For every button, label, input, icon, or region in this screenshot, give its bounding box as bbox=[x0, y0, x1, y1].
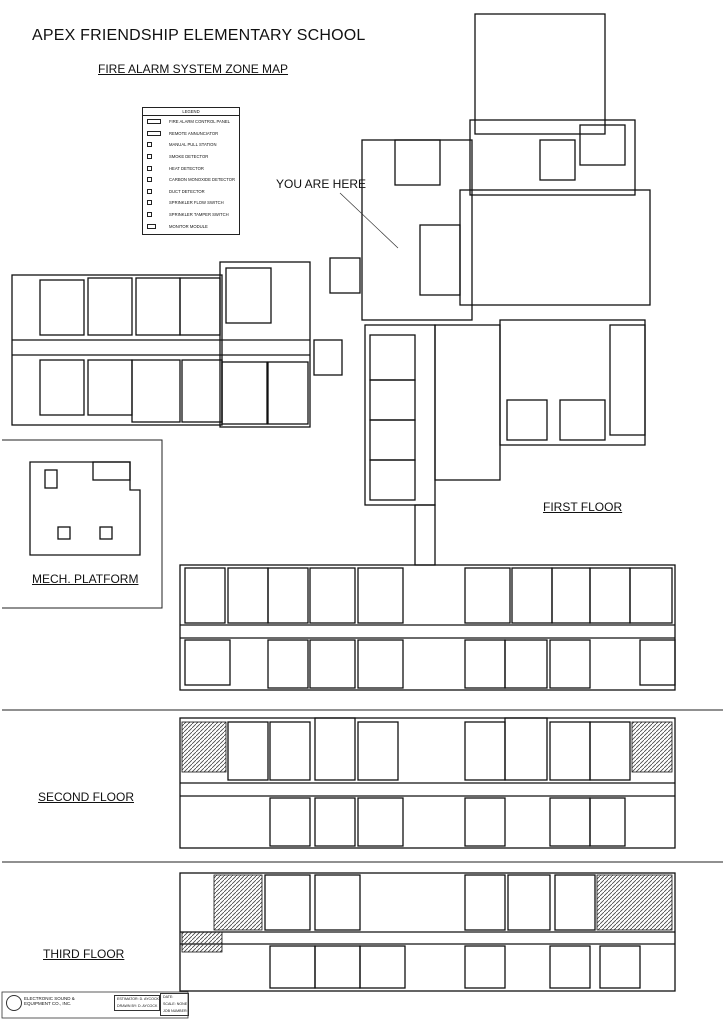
legend-item: CARBON MONOXIDE DETECTOR bbox=[143, 174, 239, 186]
legend-heading: LEGEND bbox=[143, 108, 239, 116]
estimator-field: ESTIMATOR: D. AYCOCK bbox=[117, 997, 159, 1001]
pull-station-icon bbox=[147, 142, 152, 148]
flow-switch-icon bbox=[147, 200, 152, 206]
legend-item: MANUAL PULL STATION bbox=[143, 139, 239, 151]
legend-item: HEAT DETECTOR bbox=[143, 162, 239, 174]
second-floor-label: SECOND FLOOR bbox=[38, 790, 135, 804]
scale-field: SCALE: NONE bbox=[163, 1002, 188, 1006]
legend-item-label: MONITOR MODULE bbox=[169, 223, 208, 229]
legend-item-label: MANUAL PULL STATION bbox=[169, 142, 217, 148]
legend-item: DUCT DETECTOR bbox=[143, 186, 239, 198]
tamper-switch-icon bbox=[147, 212, 152, 218]
legend-item-label: SMOKE DETECTOR bbox=[169, 154, 209, 160]
legend-item-label: SPRINKLER FLOW SWITCH bbox=[169, 200, 224, 206]
you-are-here-label: YOU ARE HERE bbox=[276, 177, 367, 191]
drawn-by-field: DRAWN BY: D. AYCOCK bbox=[117, 1004, 158, 1008]
legend-item-label: SPRINKLER TAMPER SWITCH bbox=[169, 212, 229, 218]
heat-detector-icon bbox=[147, 165, 152, 171]
company-logo-icon bbox=[6, 995, 22, 1011]
monitor-module-icon bbox=[147, 223, 156, 229]
third-floor-plan bbox=[179, 872, 676, 992]
third-floor-label: THIRD FLOOR bbox=[43, 947, 125, 961]
title-block-people: ESTIMATOR: D. AYCOCK DRAWN BY: D. AYCOCK bbox=[114, 995, 160, 1011]
legend-item-label: REMOTE ANNUNCIATOR bbox=[169, 130, 219, 136]
job-number-field: JOB NUMBER: bbox=[163, 1009, 188, 1013]
legend-item-label: DUCT DETECTOR bbox=[169, 188, 205, 194]
first-floor-classroom-wing bbox=[179, 564, 676, 691]
first-floor-central bbox=[361, 13, 651, 566]
control-panel-icon bbox=[147, 119, 161, 125]
company-line-2: EQUIPMENT CO., INC. bbox=[24, 1001, 72, 1006]
second-floor-plan bbox=[179, 717, 676, 849]
you-are-here-pointer bbox=[339, 192, 399, 249]
first-floor-label: FIRST FLOOR bbox=[543, 500, 623, 514]
page-title: APEX FRIENDSHIP ELEMENTARY SCHOOL bbox=[32, 27, 366, 44]
legend-item-label: FIRE ALARM CONTROL PANEL bbox=[169, 119, 230, 125]
annunciator-icon bbox=[147, 130, 161, 136]
legend-item: FIRE ALARM CONTROL PANEL bbox=[143, 116, 239, 128]
date-field: DATE: bbox=[163, 995, 174, 999]
company-name: ELECTRONIC SOUND & EQUIPMENT CO., INC. bbox=[24, 996, 84, 1006]
legend-item: SPRINKLER TAMPER SWITCH bbox=[143, 209, 239, 221]
title-block-meta: DATE: SCALE: NONE JOB NUMBER: bbox=[160, 993, 189, 1016]
legend-item-label: HEAT DETECTOR bbox=[169, 165, 204, 171]
co-detector-icon bbox=[147, 177, 152, 183]
first-floor-west-wing bbox=[11, 257, 361, 428]
legend-item: MONITOR MODULE bbox=[143, 220, 239, 232]
legend-item-label: CARBON MONOXIDE DETECTOR bbox=[169, 177, 235, 183]
mech-platform-plan bbox=[29, 461, 141, 556]
legend-box: LEGEND FIRE ALARM CONTROL PANEL REMOTE A… bbox=[142, 107, 240, 235]
page-subtitle: FIRE ALARM SYSTEM ZONE MAP bbox=[98, 62, 289, 76]
roof-hatch-areas bbox=[181, 721, 673, 953]
legend-item: SMOKE DETECTOR bbox=[143, 151, 239, 163]
legend-item: SPRINKLER FLOW SWITCH bbox=[143, 197, 239, 209]
duct-detector-icon bbox=[147, 188, 152, 194]
smoke-detector-icon bbox=[147, 154, 152, 160]
company-line-1: ELECTRONIC SOUND & bbox=[24, 996, 75, 1001]
mech-platform-frame bbox=[2, 439, 163, 609]
legend-item: REMOTE ANNUNCIATOR bbox=[143, 128, 239, 140]
mech-platform-label: MECH. PLATFORM bbox=[32, 572, 139, 586]
